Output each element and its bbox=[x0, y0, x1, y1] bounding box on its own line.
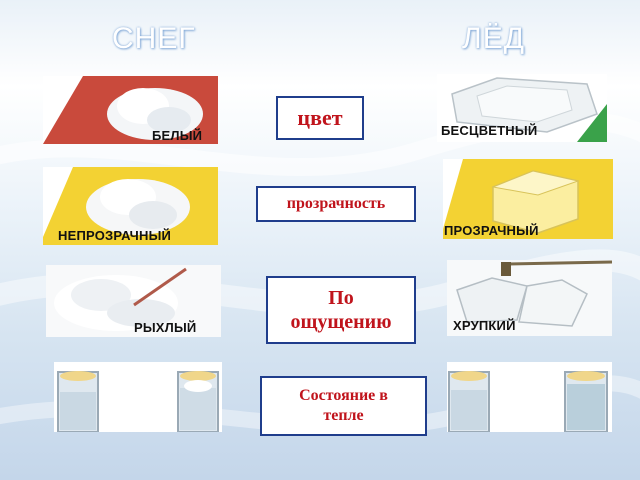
snow-melting-glasses-picture bbox=[54, 362, 222, 432]
property-warmth-text: Состояние в тепле bbox=[299, 387, 388, 424]
heading-snow: СНЕГ bbox=[112, 22, 196, 55]
property-box-transparency: прозрачность bbox=[256, 186, 416, 222]
ice-brittle-picture bbox=[447, 260, 612, 336]
heading-ice: ЛЁД bbox=[462, 22, 526, 55]
snow-label-opaque: НЕПРОЗРАЧНЫЙ bbox=[58, 228, 172, 243]
ice-melting-glasses-picture bbox=[447, 362, 612, 432]
ice-label-brittle: ХРУПКИЙ bbox=[453, 318, 516, 333]
property-feel-text: По ощущению bbox=[290, 287, 392, 333]
property-color-text: цвет bbox=[297, 105, 343, 130]
ice-label-transparent: ПРОЗРАЧНЫЙ bbox=[444, 223, 539, 238]
ice-label-colorless: БЕСЦВЕТНЫЙ bbox=[441, 123, 538, 138]
snow-label-white: БЕЛЫЙ bbox=[152, 128, 203, 143]
snow-opaque-picture bbox=[43, 167, 218, 245]
snow-label-loose: РЫХЛЫЙ bbox=[134, 320, 197, 335]
snow-loose-picture bbox=[46, 265, 221, 337]
property-transparency-text: прозрачность bbox=[286, 195, 386, 212]
ice-colorless-picture bbox=[437, 74, 607, 142]
property-box-color: цвет bbox=[276, 96, 364, 140]
ice-transparent-picture bbox=[443, 159, 613, 239]
property-box-feel: По ощущению bbox=[266, 276, 416, 344]
property-box-warmth: Состояние в тепле bbox=[260, 376, 427, 436]
snow-white-picture bbox=[43, 76, 218, 144]
